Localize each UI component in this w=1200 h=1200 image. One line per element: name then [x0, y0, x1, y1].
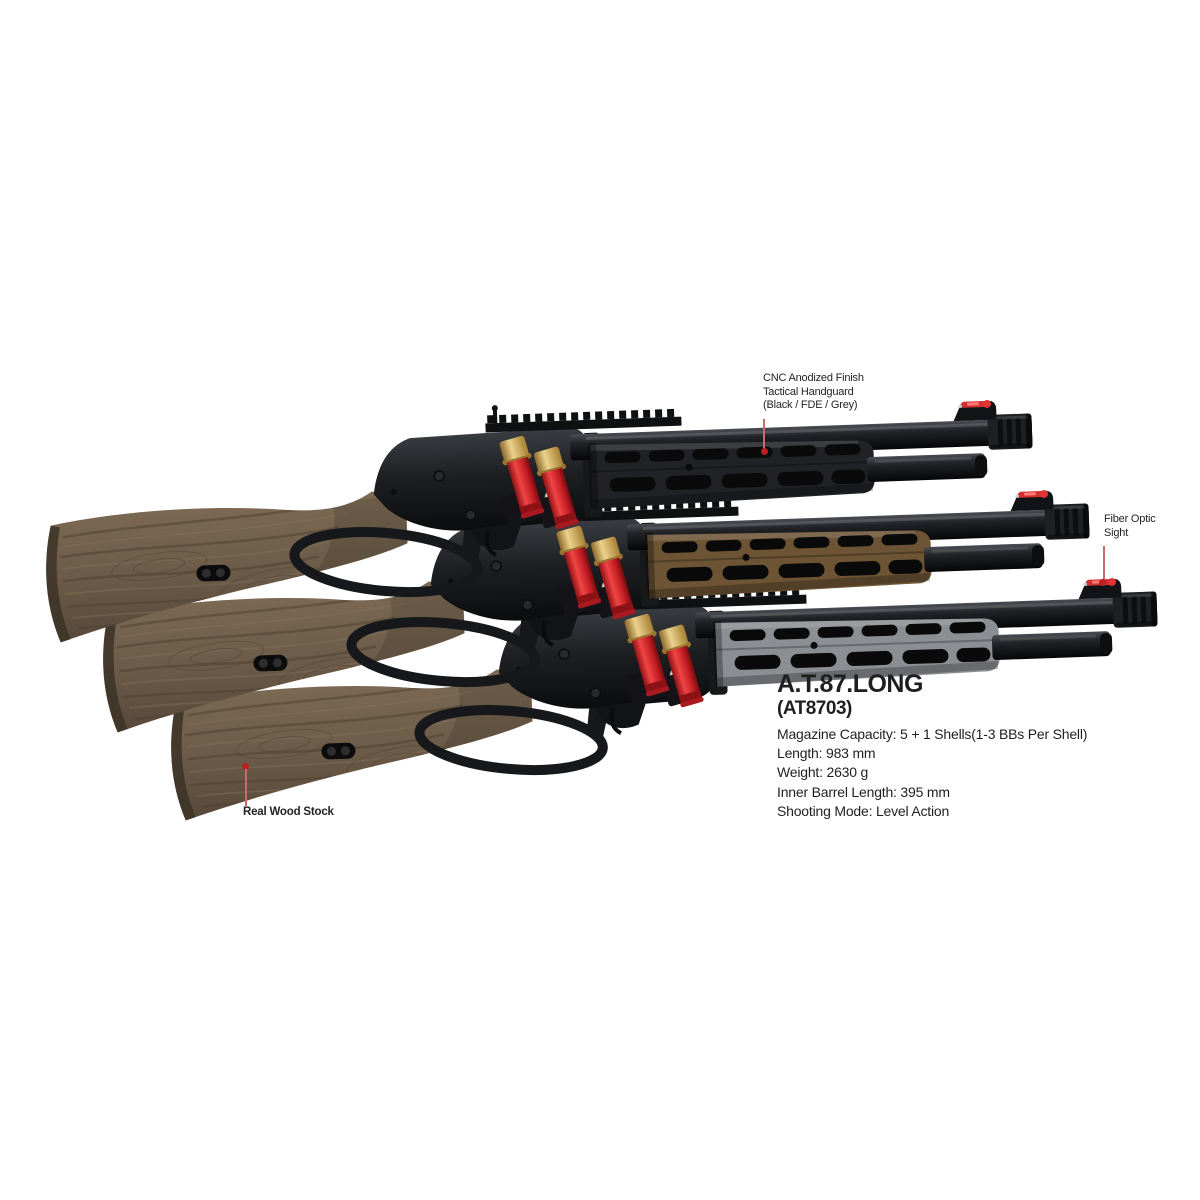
stock-callout-label: Real Wood Stock	[243, 806, 334, 818]
stock-callout-dot	[242, 763, 249, 770]
sight-callout-line2: Sight	[1104, 526, 1129, 539]
handguard-callout-dot	[761, 448, 768, 455]
handguard-callout-line3: (Black / FDE / Grey)	[763, 399, 858, 412]
product-info: A.T.87.LONG (AT8703) Magazine Capacity: …	[777, 670, 1197, 821]
handguard-callout-line2: Tactical Handguard	[763, 385, 854, 398]
spec-length: Length: 983 mm	[777, 745, 876, 762]
spec-shooting-mode: Shooting Mode: Level Action	[777, 802, 950, 819]
sight-callout: Fiber Optic Sight	[1104, 513, 1156, 540]
stock-callout-line	[245, 769, 247, 806]
sight-callout-line1: Fiber Optic	[1104, 513, 1156, 525]
sight-callout-line	[1103, 546, 1105, 580]
handguard-callout: CNC Anodized Finish Tactical Handguard (…	[763, 372, 864, 413]
product-title: A.T.87.LONG	[777, 670, 923, 698]
handguard-callout-line	[763, 419, 765, 450]
spec-magazine-capacity: Magazine Capacity: 5 + 1 Shells(1-3 BBs …	[777, 726, 1088, 742]
product-specs: Magazine Capacity: 5 + 1 Shells(1-3 BBs …	[777, 725, 1197, 821]
spec-inner-barrel-length: Inner Barrel Length: 395 mm	[777, 783, 950, 800]
product-model-code: (AT8703)	[777, 698, 852, 719]
stock-callout: Real Wood Stock	[243, 806, 334, 820]
spec-weight: Weight: 2630 g	[777, 764, 869, 781]
handguard-callout-line1: CNC Anodized Finish	[763, 372, 864, 384]
sight-callout-dot	[1099, 579, 1106, 586]
